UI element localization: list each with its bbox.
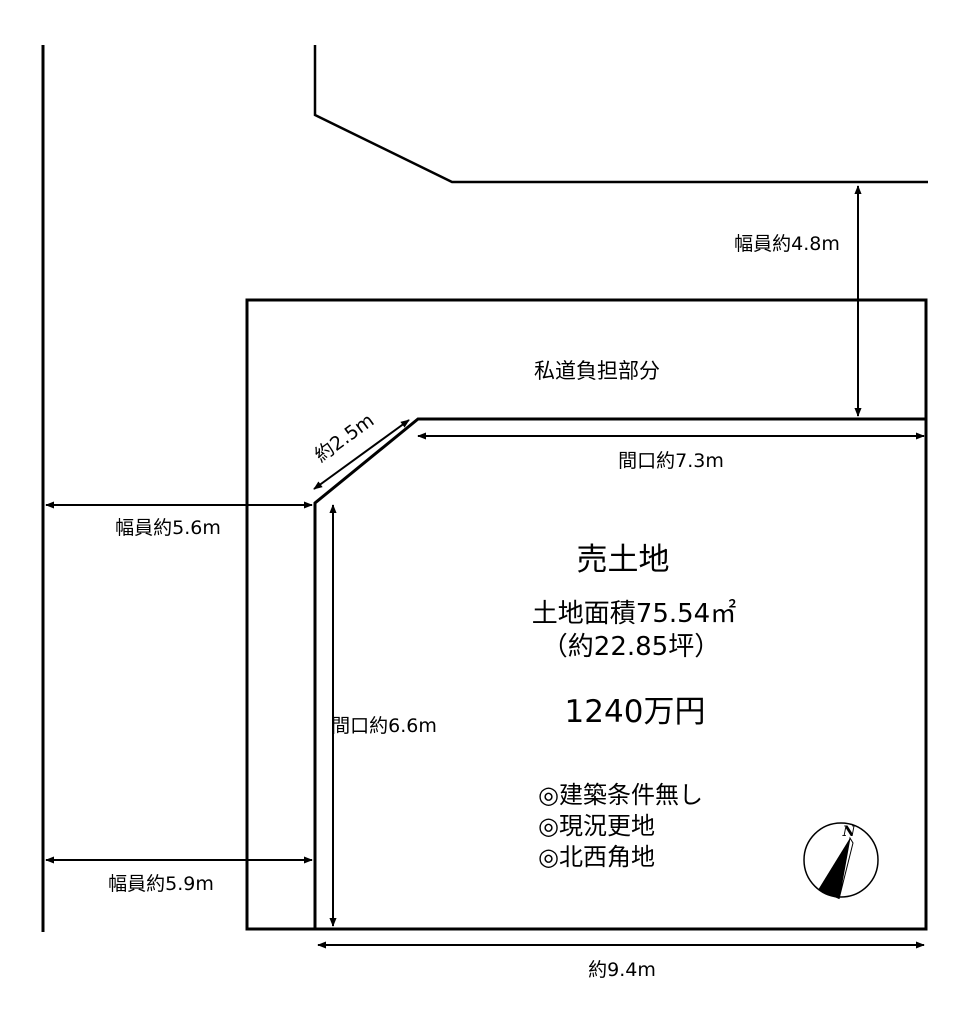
label-frontage-left: 間口約6.6m — [331, 715, 437, 737]
note-northwest-corner: ◎北西角地 — [538, 843, 655, 871]
label-road-width-top: 幅員約4.8m — [734, 233, 840, 255]
listing-price: 1240万円 — [565, 694, 706, 730]
note-no-building-condition: ◎建築条件無し — [538, 781, 703, 809]
note-vacant-land: ◎現況更地 — [538, 812, 655, 840]
label-private-road: 私道負担部分 — [534, 359, 660, 383]
road-edge-top — [313, 45, 928, 184]
listing-title: 売土地 — [577, 542, 670, 578]
outer-boundary — [245, 298, 928, 931]
dim-corner-cut — [313, 419, 410, 490]
compass-n-label: N — [842, 824, 857, 840]
label-frontage-top: 間口約7.3m — [618, 450, 724, 472]
label-road-width-left-lower: 幅員約5.9m — [108, 873, 214, 895]
listing-area: 土地面積75.54㎡ — [532, 599, 736, 629]
listing-area-tsubo: （約22.85坪） — [542, 632, 720, 662]
label-bottom-width: 約9.4m — [588, 959, 656, 981]
label-road-width-left-upper: 幅員約5.6m — [115, 517, 221, 539]
north-compass-icon: N — [803, 822, 879, 900]
